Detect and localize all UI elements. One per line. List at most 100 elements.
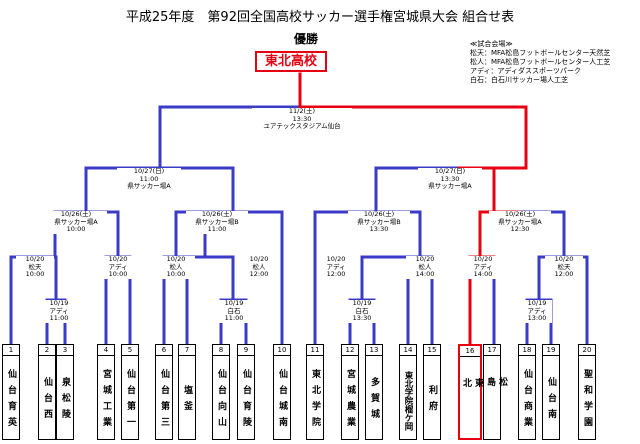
bracket-line bbox=[231, 210, 284, 346]
match-date: 10/20 bbox=[166, 255, 186, 263]
team-number: 13 bbox=[366, 345, 382, 356]
team-number: 10 bbox=[274, 345, 290, 356]
match-date: 10/26(土) bbox=[504, 210, 536, 218]
match-venue: 松人 bbox=[418, 262, 432, 271]
match-date: 10/27(日) bbox=[434, 167, 466, 175]
venue-legend-item: 松人：MFA松島フットボールセンター人工芝 bbox=[470, 58, 611, 66]
match-date: 10/20 bbox=[554, 255, 574, 263]
team-number: 14 bbox=[400, 345, 416, 356]
match-venue: ユアテックスタジアム仙台 bbox=[263, 122, 341, 130]
bracket-line bbox=[158, 105, 302, 170]
match-time: 14:00 bbox=[473, 270, 493, 278]
team-number: 7 bbox=[179, 345, 195, 356]
team-name: 東北学院 bbox=[310, 369, 320, 433]
team-number: 15 bbox=[424, 345, 440, 356]
match-time: 12:00 bbox=[554, 270, 574, 278]
match-round2-2: 10/20 アディ 10:00 bbox=[99, 255, 137, 279]
match-time: 13:30 bbox=[352, 314, 372, 322]
team-number: 11 bbox=[307, 345, 323, 356]
match-venue: 県サッカー場A bbox=[127, 182, 171, 190]
team-box: 4 宮城工業 bbox=[97, 344, 115, 440]
match-venue: アディ bbox=[527, 306, 547, 315]
team-number: 3 bbox=[57, 345, 73, 356]
match-venue: 白石 bbox=[355, 306, 369, 315]
match-venue: 県サッカー場A bbox=[498, 217, 542, 226]
team-number: 18 bbox=[519, 345, 535, 356]
team-box: 15 利府 bbox=[423, 344, 441, 440]
page-title: 平成25年度 第92回全国高校サッカー選手権宮城県大会 組合せ表 bbox=[125, 10, 515, 25]
match-time: 11:00 bbox=[207, 225, 227, 233]
match-venue: アディ bbox=[108, 262, 128, 271]
match-venue: アディ bbox=[473, 262, 493, 271]
team-box: 11 東北学院 bbox=[306, 344, 324, 440]
team-name: 聖和学園 bbox=[582, 369, 592, 433]
match-date: 10/20 bbox=[473, 255, 493, 263]
match-venue: 松人 bbox=[252, 262, 266, 271]
team-box: 10 仙台城南 bbox=[273, 344, 291, 440]
match-date: 10/20 bbox=[326, 255, 346, 263]
team-number: 12 bbox=[342, 345, 358, 356]
match-date: 11/2(土) bbox=[288, 107, 316, 115]
match-time: 10:00 bbox=[66, 225, 86, 233]
match-date: 10/20 bbox=[108, 255, 128, 263]
match-venue: 松天 bbox=[28, 262, 42, 271]
team-box: 2 仙台西 bbox=[38, 344, 56, 440]
team-number: 20 bbox=[579, 345, 595, 356]
match-time: 11:00 bbox=[49, 314, 69, 322]
match-date: 10/19 bbox=[527, 299, 547, 307]
venue-legend-item: アディ：アディダススポーツパーク bbox=[470, 67, 581, 75]
team-number: 2 bbox=[39, 345, 55, 356]
match-round1-1: 10/19 アディ 11:00 bbox=[44, 299, 74, 323]
team-number: 17 bbox=[484, 345, 500, 356]
match-venue: アディ bbox=[326, 262, 346, 271]
match-semifinal-2: 10/27(日) 13:30 県サッカー場A bbox=[418, 167, 482, 191]
team-number: 5 bbox=[122, 345, 138, 356]
match-round1-4: 10/19 アディ 13:00 bbox=[522, 299, 552, 323]
venue-legend: ≪試合会場≫ 松天：MFA松島フットボールセンター天然芝 松人：MFA松島フット… bbox=[470, 40, 638, 85]
winner-label: 優勝 bbox=[293, 32, 318, 46]
match-time: 14:00 bbox=[415, 270, 435, 278]
team-box: 3 泉松陵 bbox=[56, 344, 74, 440]
venue-legend-item: 松天：MFA松島フットボールセンター天然芝 bbox=[470, 49, 611, 57]
team-name: 仙台南 bbox=[546, 377, 556, 425]
match-round2-1: 10/20 松天 10:00 bbox=[16, 255, 54, 279]
match-venue: 県サッカー場A bbox=[54, 217, 98, 226]
match-time: 13:30 bbox=[440, 174, 460, 183]
match-date: 10/19 bbox=[49, 299, 69, 307]
team-box: 12 宮城農業 bbox=[341, 344, 359, 440]
venue-legend-item: 白石：白石川サッカー場人工芝 bbox=[470, 76, 568, 84]
team-box: 20 聖和学園 bbox=[578, 344, 596, 440]
team-name: 東北 bbox=[461, 377, 483, 427]
team-name: 宮城工業 bbox=[101, 369, 111, 433]
match-final: 11/2(土) 13:30 ユアテックスタジアム仙台 bbox=[252, 107, 352, 131]
team-name: 仙台西 bbox=[42, 377, 52, 425]
match-time: 10:00 bbox=[166, 270, 186, 278]
team-number: 4 bbox=[98, 345, 114, 356]
team-name: 東北学院榴ケ岡 bbox=[403, 371, 413, 431]
team-name: 松島 bbox=[485, 376, 507, 426]
match-venue: 松天 bbox=[557, 262, 571, 271]
team-number: 9 bbox=[238, 345, 254, 356]
match-date: 10/20 bbox=[249, 255, 269, 263]
match-round2-8: 10/20 松天 12:00 bbox=[545, 255, 583, 279]
team-name: 仙台城南 bbox=[277, 369, 287, 433]
team-name: 泉松陵 bbox=[60, 377, 70, 425]
match-venue: アディ bbox=[49, 306, 69, 315]
match-time: 11:00 bbox=[224, 314, 244, 322]
match-venue: 県サッカー場A bbox=[428, 182, 472, 190]
match-date: 10/19 bbox=[224, 299, 244, 307]
team-number: 6 bbox=[156, 345, 172, 356]
venue-legend-heading: ≪試合会場≫ bbox=[470, 40, 513, 48]
match-time: 13:00 bbox=[527, 314, 547, 322]
team-name: 宮城農業 bbox=[345, 369, 355, 433]
team-name: 多賀城 bbox=[369, 377, 379, 425]
team-number: 8 bbox=[213, 345, 229, 356]
team-box: 13 多賀城 bbox=[365, 344, 383, 440]
team-name: 利府 bbox=[427, 385, 437, 417]
